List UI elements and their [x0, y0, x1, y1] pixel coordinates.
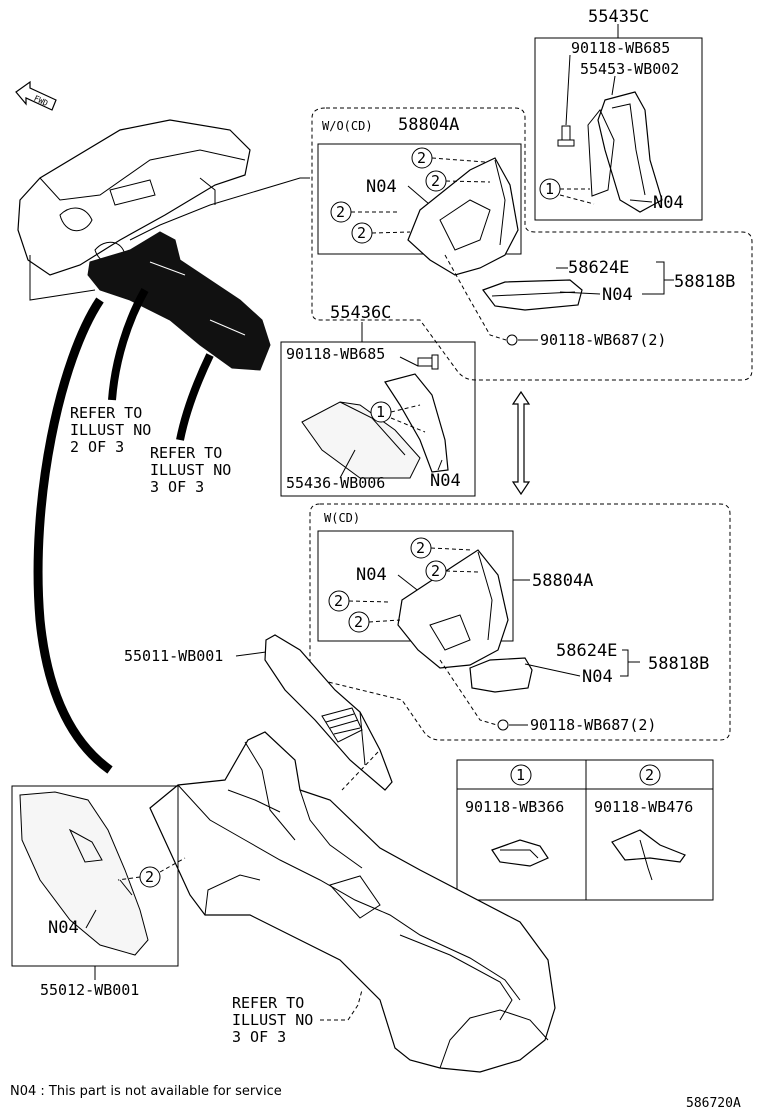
kit-55436c-label: 55436C	[330, 303, 391, 323]
svg-text:REFER TO: REFER TO	[232, 994, 304, 1012]
fastener-legend: 1 2 90118-WB366 90118-WB476	[456, 759, 714, 901]
callout-2: 2	[431, 172, 440, 190]
kit-55435c-label: 55435C	[588, 7, 649, 27]
w-bezel-n04-label: N04	[582, 667, 613, 687]
svg-text:REFER TO: REFER TO	[70, 404, 142, 422]
kit-55436c-box	[280, 341, 476, 497]
callout-2: 2	[416, 539, 425, 557]
refer-illust-2-of-3: REFER TO ILLUST NO 2 OF 3	[70, 404, 151, 456]
svg-text:ILLUST NO: ILLUST NO	[150, 461, 231, 479]
wo-bezel-label: 58624E	[568, 258, 629, 278]
w-bezel-group-label: 58818B	[648, 654, 709, 674]
arc-to-side-panel	[33, 297, 113, 774]
w-panel-label: 58804A	[532, 571, 593, 591]
kit-55435c-box	[534, 37, 703, 221]
w-n04-label: N04	[356, 565, 387, 585]
callout-2: 2	[357, 224, 366, 242]
callout-1: 1	[545, 180, 554, 198]
side-panel-illustration	[19, 791, 149, 956]
svg-text:ILLUST NO: ILLUST NO	[232, 1011, 313, 1029]
clip-icon	[491, 839, 549, 867]
main-console-label: 55011-WB001	[124, 647, 223, 665]
legend-col1-number: 1	[516, 766, 525, 784]
callout-2: 2	[145, 868, 154, 886]
mid-part-label: 55436-WB006	[286, 474, 385, 492]
wo-cd-condition: W/O(CD)	[322, 119, 373, 133]
mid-n04-label: N04	[430, 471, 461, 491]
bolt-icon	[417, 354, 439, 370]
callout-2: 2	[354, 613, 363, 631]
w-cd-condition: W(CD)	[324, 511, 360, 525]
arc-ref-a	[108, 288, 149, 401]
legend-col2-number: 2	[645, 766, 654, 784]
wo-screw-label: 90118-WB687(2)	[540, 331, 666, 349]
callout-2: 2	[431, 562, 440, 580]
w-cd-group-outline	[309, 503, 731, 741]
w-screw-label: 90118-WB687(2)	[530, 716, 656, 734]
wo-cd-group-outline	[311, 107, 753, 381]
svg-text:3 OF 3: 3 OF 3	[232, 1028, 286, 1046]
fwd-arrow-icon: FWD	[15, 80, 57, 111]
refer-illust-3-of-3-upper: REFER TO ILLUST NO 3 OF 3	[150, 444, 231, 496]
kit-part-label: 55453-WB002	[580, 60, 679, 78]
kit-n04-label: N04	[653, 193, 684, 213]
side-n04-label: N04	[48, 918, 79, 938]
arc-ref-b	[176, 353, 214, 441]
svg-text:3 OF 3: 3 OF 3	[150, 478, 204, 496]
callout-2: 2	[417, 149, 426, 167]
wo-bezel-group-label: 58818B	[674, 272, 735, 292]
side-part-label: 55012-WB001	[40, 981, 139, 999]
alternative-arrow-icon	[511, 390, 531, 496]
center-console-illustration	[149, 634, 556, 1073]
figure-id: 586720A	[686, 1096, 741, 1111]
svg-text:2 OF 3: 2 OF 3	[70, 438, 124, 456]
clip-icon	[611, 829, 686, 881]
refer-illust-3-of-3-lower: REFER TO ILLUST NO 3 OF 3	[232, 989, 363, 1046]
svg-text:ILLUST NO: ILLUST NO	[70, 421, 151, 439]
svg-text:REFER TO: REFER TO	[150, 444, 222, 462]
mid-bolt-label: 90118-WB685	[286, 345, 385, 363]
callout-2: 2	[334, 592, 343, 610]
bolt-icon	[557, 125, 575, 147]
kit-bolt-label: 90118-WB685	[571, 39, 670, 57]
dashboard-illustration	[17, 119, 310, 371]
wo-bezel-n04-label: N04	[602, 285, 633, 305]
legend-col2-part: 90118-WB476	[594, 798, 693, 816]
wo-n04-label: N04	[366, 177, 397, 197]
callout-1: 1	[376, 403, 385, 421]
w-bezel-label: 58624E	[556, 641, 617, 661]
wo-panel-label: 58804A	[398, 115, 459, 135]
footnote: N04 : This part is not available for ser…	[10, 1084, 282, 1099]
legend-col1-part: 90118-WB366	[465, 798, 564, 816]
callout-2: 2	[336, 203, 345, 221]
